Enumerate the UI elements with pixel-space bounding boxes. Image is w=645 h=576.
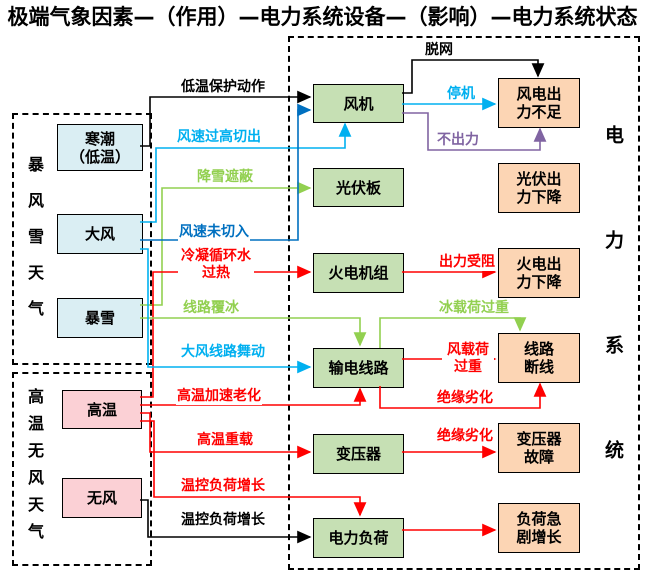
node-pv-panel: 光伏板 (313, 168, 404, 207)
state-line-break: 线路 断线 (498, 333, 580, 383)
state-transformer-fault: 变压器 故障 (498, 423, 580, 473)
edge-label-snow-shading: 降雪遮蔽 (196, 169, 254, 186)
edge-label-wind-not-cutin: 风速未切入 (178, 224, 250, 241)
edge-label-high-wind-cutout: 风速过高切出 (176, 129, 262, 146)
node-power-load: 电力负荷 (313, 518, 404, 558)
node-strong-wind: 大风 (57, 214, 143, 254)
diagram-title: 极端气象因素—（作用）—电力系统设备—（影响）—电力系统状态 (7, 5, 638, 29)
node-transmission-line: 输电线路 (313, 348, 404, 388)
edge-label-heat-overload: 高温重载 (196, 432, 254, 449)
edge-label-insulation-degradation-transformer: 绝缘劣化 (436, 428, 494, 445)
edge-label-low-temp-protection: 低温保护动作 (180, 79, 266, 96)
group-heat-label: 高温无风天气 (25, 388, 44, 550)
node-no-wind: 无风 (62, 478, 142, 518)
node-blizzard: 暴雪 (57, 298, 143, 338)
edge-label-insulation-degradation-line: 绝缘劣化 (436, 390, 494, 407)
power-system-label: 电力系统 (602, 125, 624, 545)
group-blizzard-label: 暴风雪天气 (25, 156, 44, 336)
edge-label-temp-load-growth-heat: 温控负荷增长 (180, 478, 266, 495)
node-cold-wave: 寒潮 （低温） (57, 124, 143, 171)
edge-line-snow-shading (140, 181, 312, 306)
edge-line-condenser-overheat (140, 265, 312, 398)
state-pv-output-decline: 光伏出 力下降 (498, 163, 580, 213)
state-thermal-output-decline: 火电出 力下降 (498, 248, 580, 298)
edge-label-wind-overload: 风载荷 过重 (442, 342, 494, 376)
node-thermal-unit: 火电机组 (313, 253, 404, 293)
edge-label-output-blocked: 出力受阻 (438, 254, 496, 271)
edge-label-grid-disconnect: 脱网 (424, 42, 454, 59)
edge-label-condenser-overheat: 冷凝循环水 过热 (178, 248, 254, 282)
node-wind-turbine: 风机 (313, 84, 404, 123)
state-wind-output-insufficient: 风电出 力不足 (498, 78, 580, 128)
edge-label-heat-aging: 高温加速老化 (176, 388, 262, 405)
edge-label-line-icing: 线路覆冰 (182, 300, 240, 317)
node-transformer: 变压器 (313, 434, 404, 474)
state-load-surge: 负荷急 剧增长 (498, 503, 580, 553)
edge-label-no-output: 不出力 (436, 132, 480, 149)
edge-label-wind-galloping: 大风线路舞动 (180, 344, 266, 361)
edge-label-shutdown: 停机 (446, 86, 476, 103)
node-high-temperature: 高温 (62, 390, 142, 429)
edge-label-temp-load-growth-calm: 温控负荷增长 (180, 512, 266, 529)
edge-label-ice-overload: 冰载荷过重 (438, 300, 510, 317)
